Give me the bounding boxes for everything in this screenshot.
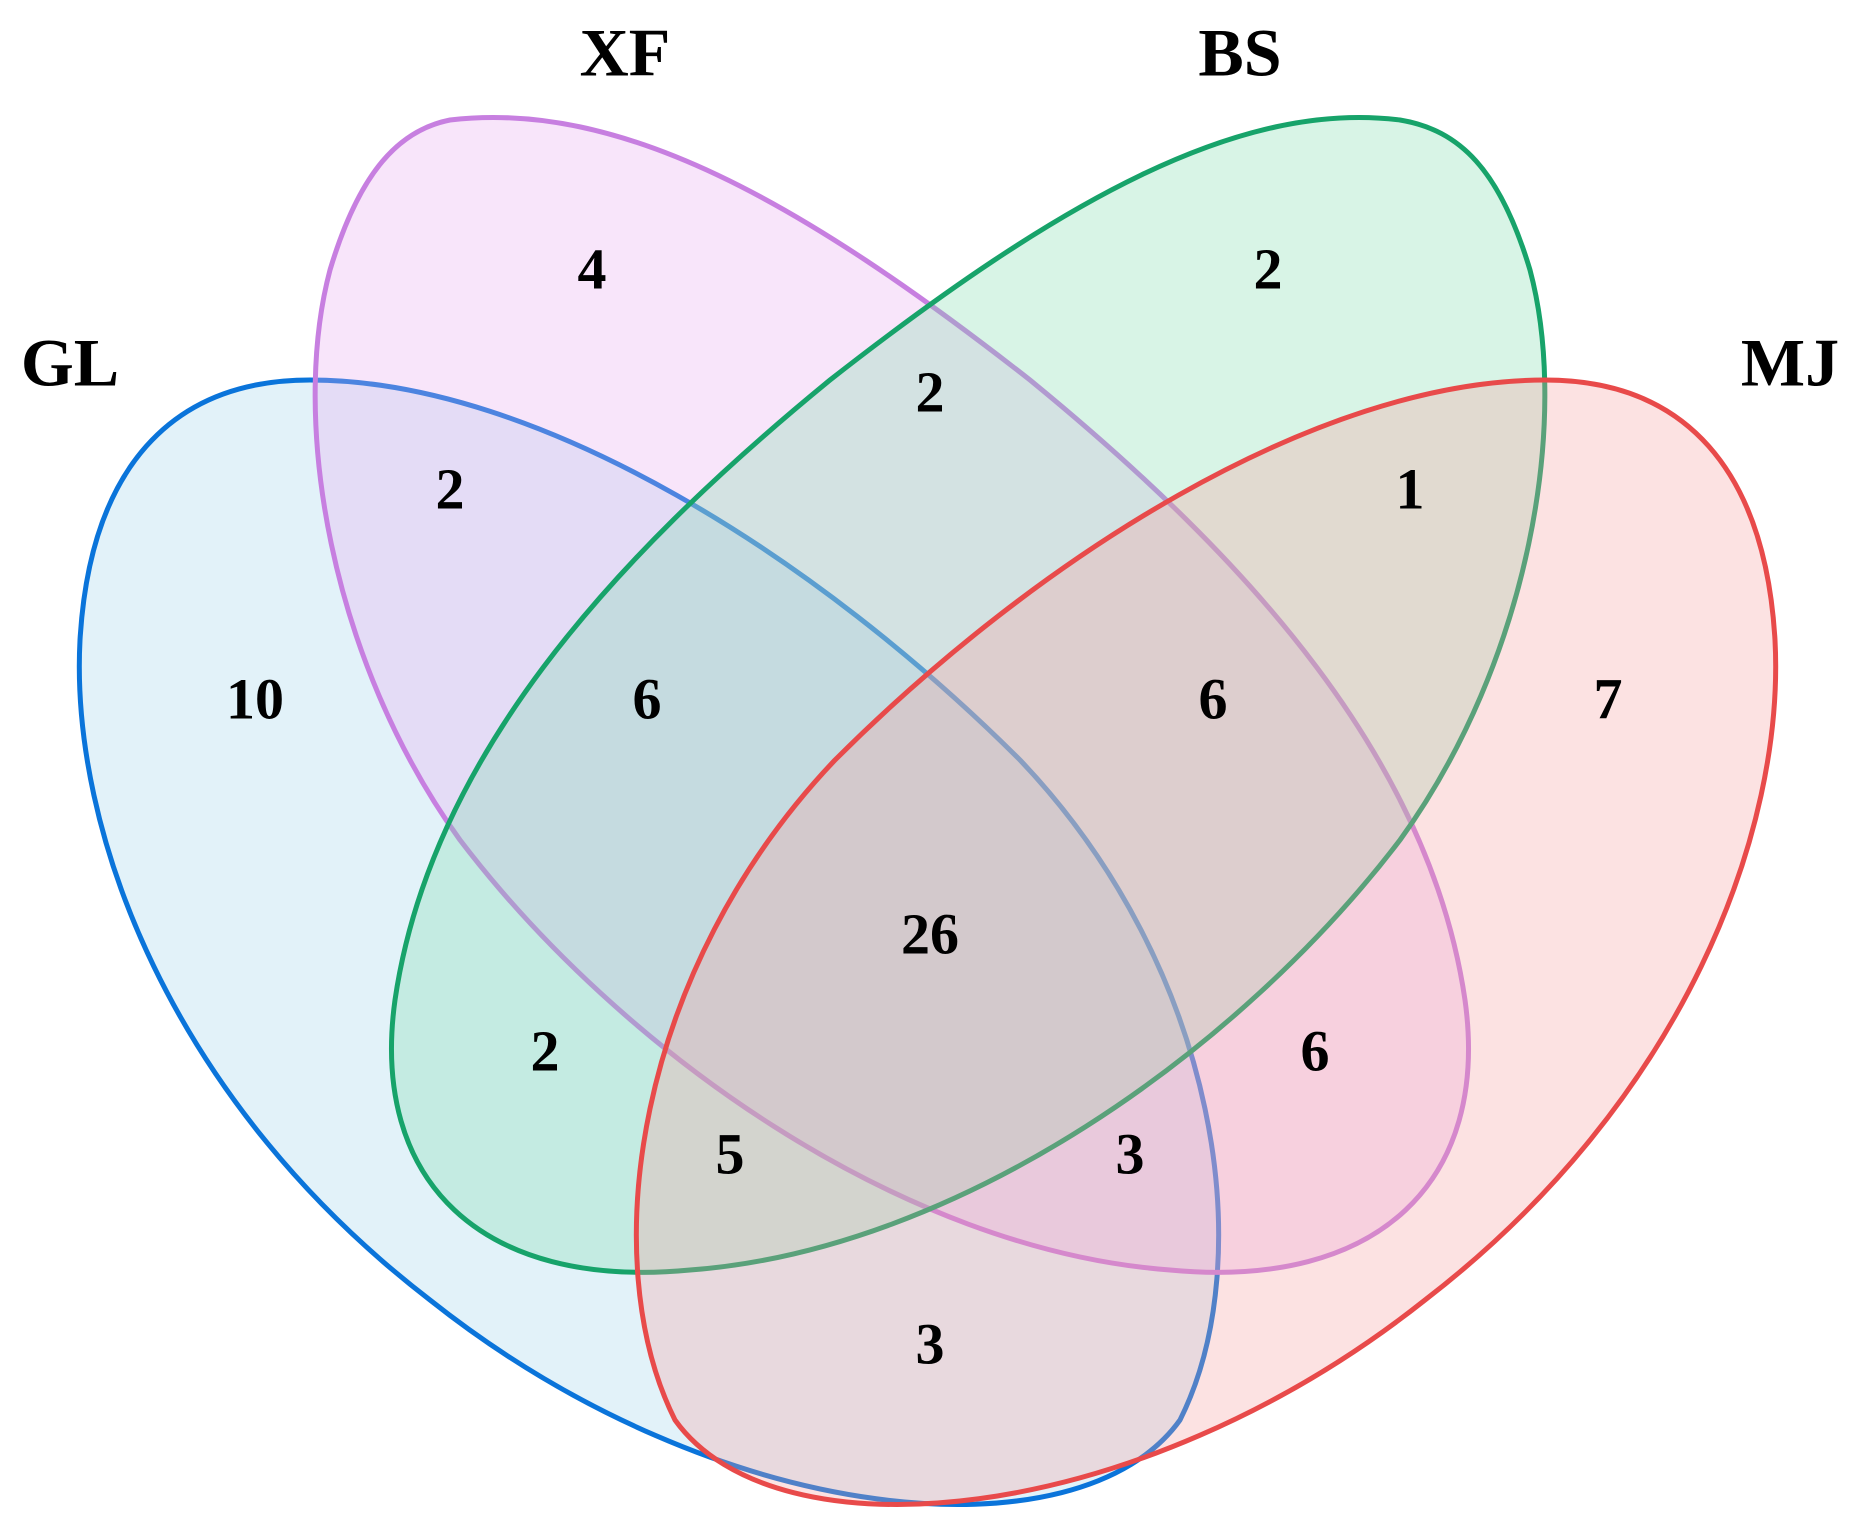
region-xf-bs-mj: 6: [1199, 666, 1228, 731]
set-label-bs: BS: [1198, 15, 1281, 91]
set-mj-shape: [633, 377, 1779, 1507]
set-label-gl: GL: [21, 325, 119, 401]
region-mj-only: 7: [1594, 666, 1623, 731]
region-gl-xf-mj: 3: [1116, 1121, 1145, 1186]
set-label-mj: MJ: [1741, 325, 1839, 401]
region-gl-bs-mj: 5: [716, 1121, 745, 1186]
region-gl-mj: 3: [916, 1311, 945, 1376]
region-gl-only: 10: [226, 666, 284, 731]
region-bs-mj: 1: [1396, 456, 1425, 521]
set-bs-shape: [389, 114, 1548, 1275]
region-gl-xf-bs: 6: [633, 666, 662, 731]
region-xf-bs: 2: [916, 359, 945, 424]
region-gl-bs: 2: [531, 1018, 560, 1083]
region-xf-only: 4: [578, 236, 607, 301]
region-xf-mj: 6: [1301, 1018, 1330, 1083]
set-label-xf: XF: [580, 15, 671, 91]
region-all-four: 26: [901, 901, 959, 966]
region-bs-only: 2: [1254, 236, 1283, 301]
set-xf-shape: [312, 114, 1471, 1275]
region-gl-xf: 2: [436, 456, 465, 521]
